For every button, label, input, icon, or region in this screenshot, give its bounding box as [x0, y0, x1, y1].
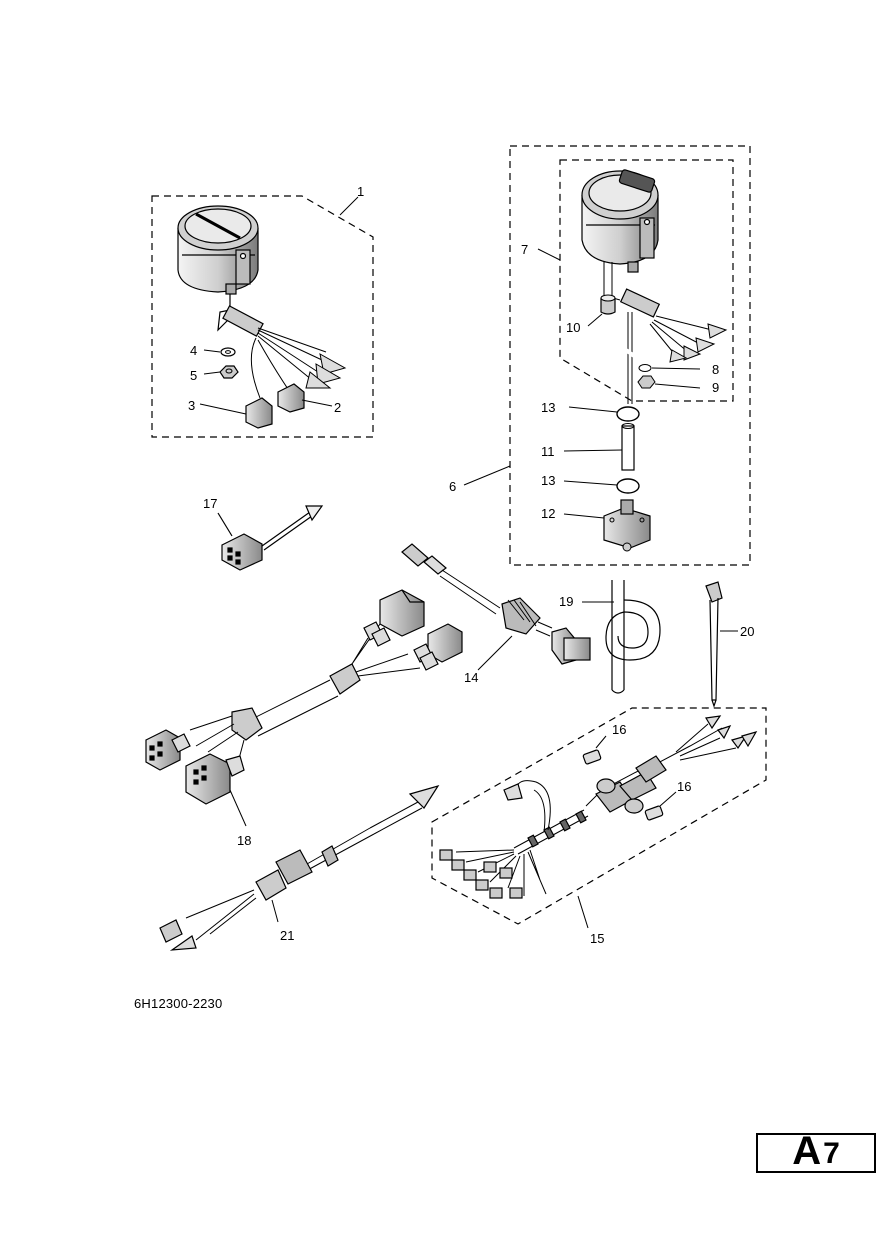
wire-harness-18: [145, 589, 463, 827]
page-badge: A 7: [756, 1129, 876, 1173]
cable-tie-20: [705, 581, 738, 708]
callout-17: 17: [203, 496, 217, 511]
callout-16-lower: 16: [677, 779, 691, 794]
callout-1: 1: [357, 184, 364, 199]
gauge-kit-group-6: [463, 145, 751, 566]
callout-21: 21: [280, 928, 294, 943]
callout-9: 9: [712, 380, 719, 395]
callout-13-lower: 13: [541, 473, 555, 488]
callout-13-upper: 13: [541, 400, 555, 415]
callout-7: 7: [521, 242, 528, 257]
page-badge-letter: A: [792, 1129, 822, 1173]
callout-labels: 1 2 3 4 5 6 7 8 9 10 11 12 13 13 14 15 1…: [188, 184, 754, 946]
connector-17: [217, 505, 324, 571]
page-badge-number: 7: [823, 1137, 840, 1170]
callout-10: 10: [566, 320, 580, 335]
gauge-meter-1: [177, 205, 259, 295]
callout-3: 3: [188, 398, 195, 413]
hose-19: [582, 580, 661, 694]
wire-lead-21: [159, 784, 440, 951]
callout-20: 20: [740, 624, 754, 639]
callout-4: 4: [190, 343, 197, 358]
pickup-assembly-14: [401, 543, 591, 671]
harness-kit-15: [431, 707, 767, 929]
gauge-meter-7: [581, 169, 659, 273]
document-code: 6H12300-2230: [134, 996, 223, 1011]
callout-2: 2: [334, 400, 341, 415]
callout-8: 8: [712, 362, 719, 377]
callout-5: 5: [190, 368, 197, 383]
callout-12: 12: [541, 506, 555, 521]
callout-18: 18: [237, 833, 251, 848]
gauge-kit-group-1: [151, 195, 374, 438]
callout-15: 15: [590, 931, 604, 946]
callout-16-upper: 16: [612, 722, 626, 737]
callout-6: 6: [449, 479, 456, 494]
callout-14: 14: [464, 670, 478, 685]
callout-19: 19: [559, 594, 573, 609]
callout-11: 11: [541, 444, 555, 459]
